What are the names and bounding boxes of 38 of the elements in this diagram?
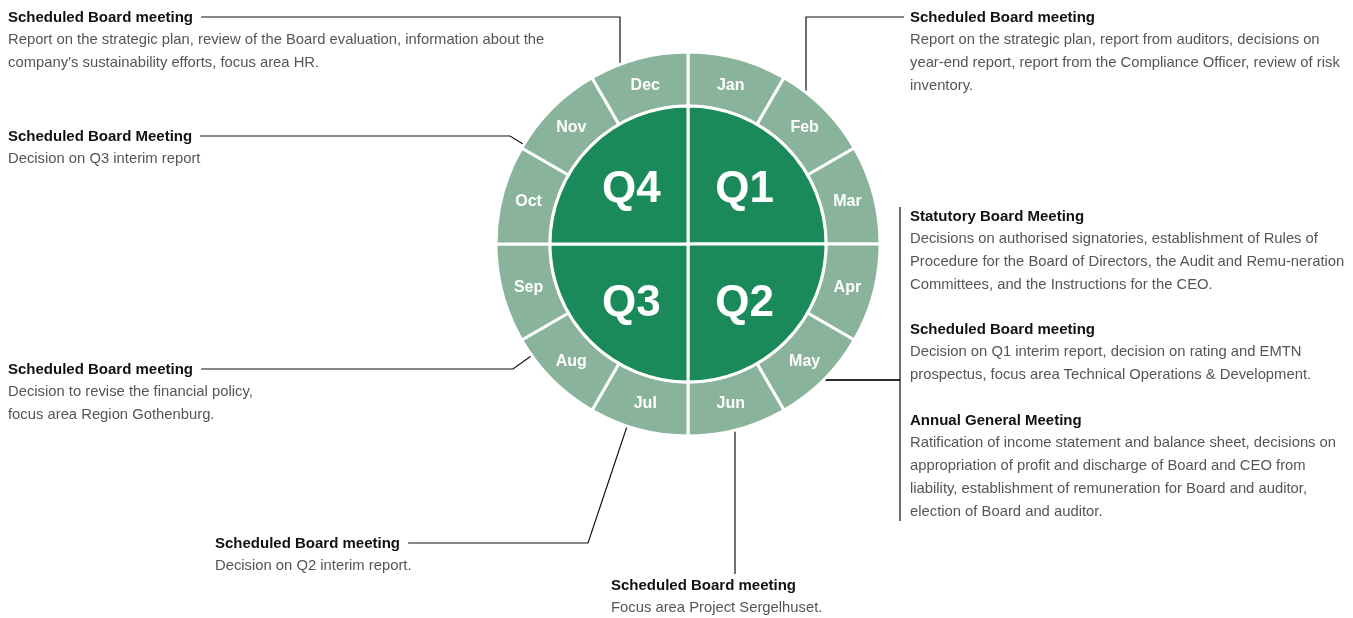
meeting-title: Scheduled Board Meeting — [8, 126, 193, 146]
meeting-title: Scheduled Board meeting — [611, 575, 797, 595]
meeting-title: Scheduled Board meeting — [8, 359, 194, 379]
meeting-description: Decision on Q2 interim report. — [215, 556, 413, 575]
meeting-description: Decision on Q1 interim report, decision on rating and EMTN prospectus, focus area Technical Operations & Development. — [910, 342, 1313, 384]
meeting-title: Scheduled Board meeting — [910, 7, 1096, 27]
meeting-title: Scheduled Board meeting — [215, 533, 401, 553]
month-label: Oct — [515, 193, 542, 210]
meeting-title: Scheduled Board meeting — [910, 319, 1096, 339]
meeting-description: Decisions on authorised signatories, establishment of Rules of Procedure for the Board of Directors, the Audit and Remu-neration Committees, and the Instructions for the CEO. — [910, 229, 1346, 294]
month-label: Sep — [513, 278, 544, 295]
leader-line — [200, 16, 621, 66]
meeting-description: Report on the strategic plan, review of the Board evaluation, information about the company’s sustainability efforts, focus area HR. — [8, 30, 546, 72]
month-label: Aug — [555, 352, 587, 369]
month-label: Apr — [833, 278, 862, 295]
leader-line — [407, 425, 628, 544]
meeting-description: Focus area Project Sergelhuset. — [611, 598, 824, 617]
month-label: Dec — [630, 76, 660, 93]
meeting-title: Scheduled Board meeting — [8, 7, 194, 27]
quarter-label: Q1 — [715, 165, 774, 210]
month-label: Nov — [556, 119, 587, 136]
month-label: Mar — [833, 193, 862, 210]
meeting-title: Statutory Board Meeting — [910, 206, 1085, 226]
quarter-label: Q3 — [602, 278, 661, 323]
leader-line — [199, 135, 525, 145]
month-label: May — [789, 352, 821, 369]
meeting-description: Decision on Q3 interim report — [8, 149, 202, 168]
quarter-label: Q4 — [602, 165, 661, 210]
meeting-title: Annual General Meeting — [910, 410, 1082, 430]
month-label: Jun — [716, 395, 745, 412]
quarter-label: Q2 — [715, 278, 774, 323]
meeting-description: Decision to revise the financial policy, focus area Region Gothenburg. — [8, 382, 254, 424]
meeting-description: Report on the strategic plan, report from auditors, decisions on year-end report, report from the Compliance Officer, review of risk inventory. — [910, 30, 1341, 95]
meeting-description: Ratification of income statement and balance sheet, decisions on appropriation of profit and discharge of Board and CEO from liability, establishment of remuneration for Board and auditor, election of Board and auditor. — [910, 433, 1338, 521]
month-label: Feb — [790, 119, 819, 136]
leader-line — [200, 355, 533, 370]
month-label: Jan — [716, 76, 745, 93]
month-label: Jul — [633, 395, 657, 412]
